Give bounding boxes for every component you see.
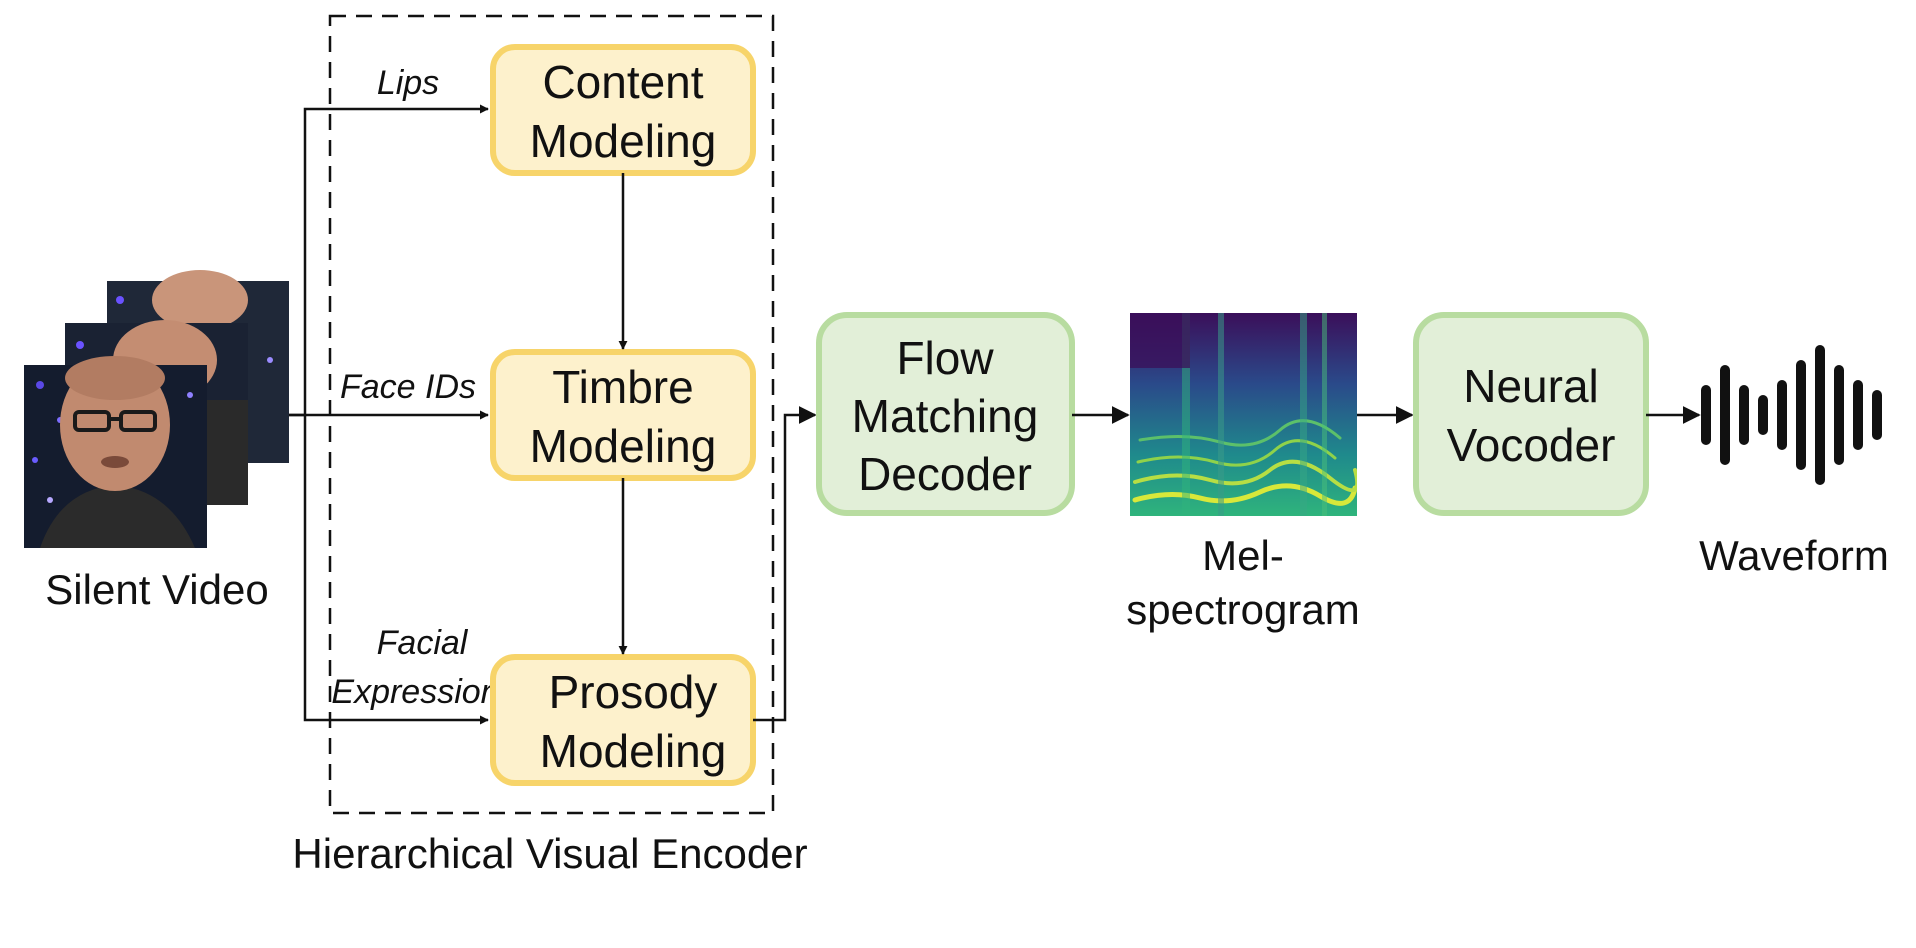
decoder-line2: Matching xyxy=(852,390,1039,442)
flow-matching-decoder-box: Flow Matching Decoder xyxy=(816,312,1075,516)
video-frame-front xyxy=(24,356,207,548)
vocoder-line2: Vocoder xyxy=(1447,419,1616,471)
content-modeling-line2: Modeling xyxy=(530,115,717,167)
content-modeling-line1: Content xyxy=(542,56,703,108)
edge-label-face-ids: Face IDs xyxy=(340,368,476,406)
edge-label-lips: Lips xyxy=(377,64,439,102)
timbre-modeling-line1: Timbre xyxy=(552,361,693,413)
silent-video-caption: Silent Video xyxy=(45,566,268,613)
decoder-line3: Decoder xyxy=(858,448,1032,500)
video-branch-connectors xyxy=(289,104,489,725)
timbre-modeling-line2: Modeling xyxy=(530,420,717,472)
silent-video-frames xyxy=(24,270,289,548)
encoder-to-decoder-arrow xyxy=(753,406,817,722)
encoder-caption: Hierarchical Visual Encoder xyxy=(292,830,807,877)
neural-vocoder-box: Neural Vocoder xyxy=(1413,312,1649,516)
timbre-modeling-box: Timbre Modeling xyxy=(490,349,756,481)
prosody-modeling-line2: Modeling xyxy=(540,725,727,777)
prosody-modeling-line1: Prosody xyxy=(549,666,718,718)
prosody-modeling-box: Prosody Modeling xyxy=(490,654,756,786)
content-modeling-box: Content Modeling xyxy=(490,44,756,176)
waveform-icon xyxy=(1701,345,1882,485)
edge-label-expressions: Expressions xyxy=(331,673,516,711)
waveform-caption: Waveform xyxy=(1699,532,1889,579)
edge-label-facial: Facial xyxy=(377,624,469,662)
mel-spectrogram-image xyxy=(1130,313,1357,516)
vocoder-line1: Neural xyxy=(1463,360,1599,412)
mel-caption-line2: spectrogram xyxy=(1126,586,1359,633)
mel-caption-line1: Mel- xyxy=(1202,532,1284,579)
decoder-line1: Flow xyxy=(896,332,994,384)
